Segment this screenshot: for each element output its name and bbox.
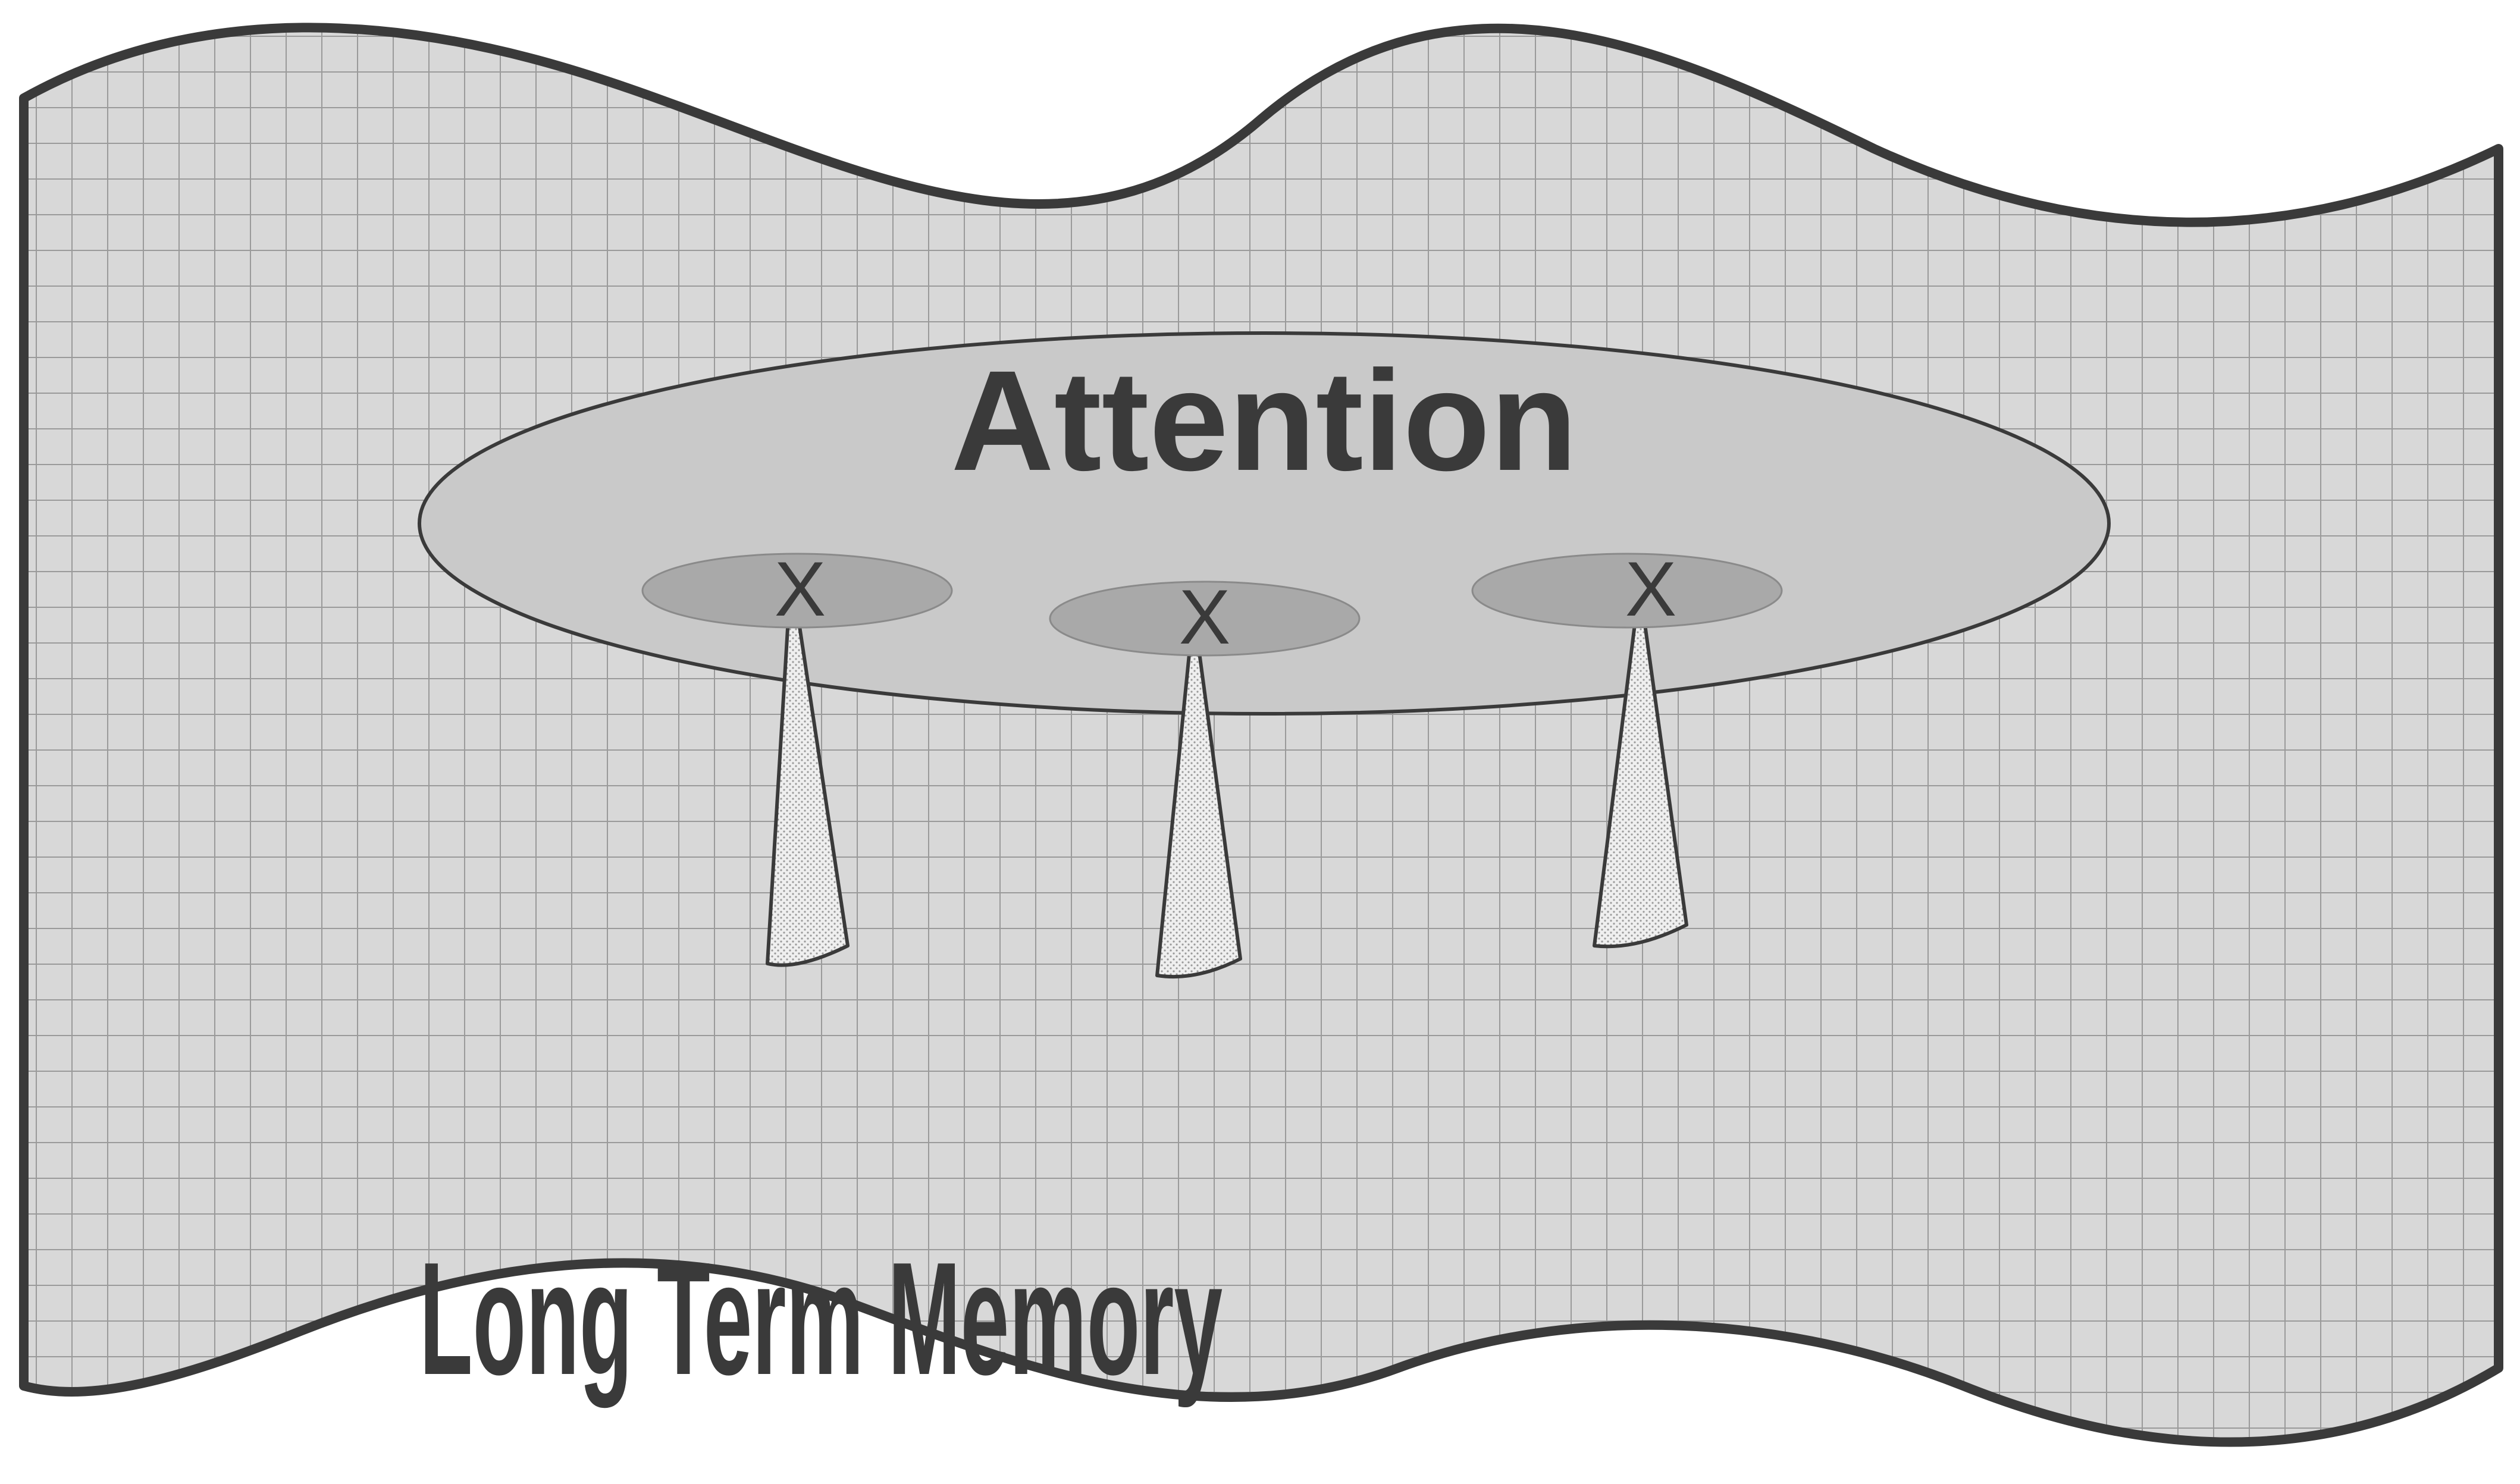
attention-label: Attention — [951, 341, 1577, 500]
focus-marker-3: X — [1625, 545, 1677, 632]
long-term-memory-region — [24, 27, 2499, 1442]
memory-sheet — [24, 27, 2499, 1442]
long-term-memory-label: Long Term Memory — [419, 1229, 1223, 1409]
focus-marker-2: X — [1179, 573, 1231, 660]
focus-marker-1: X — [775, 545, 826, 632]
